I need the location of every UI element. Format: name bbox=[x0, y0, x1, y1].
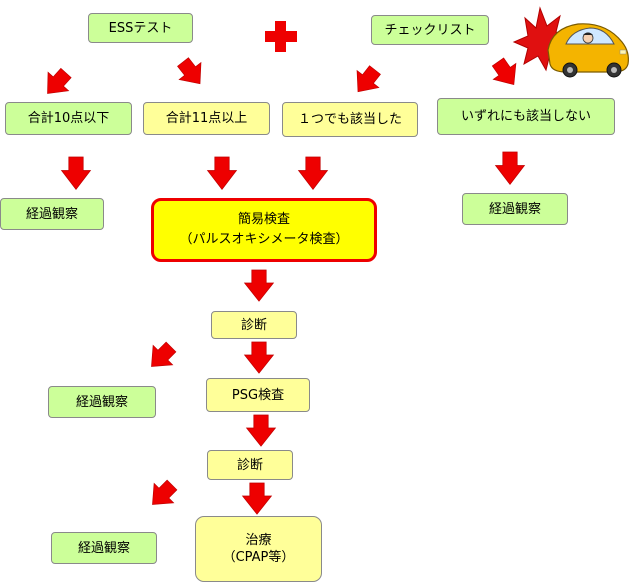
total-11-or-more-box: 合計11点以上 bbox=[143, 102, 270, 135]
simple-test-subtitle: （パルスオキシメータ検査） bbox=[179, 232, 349, 247]
diagnosis-box-1: 診断 bbox=[211, 311, 297, 339]
diagnosis-box-2: 診断 bbox=[207, 450, 293, 480]
psg-test-label: PSG検査 bbox=[231, 387, 285, 403]
arrow-psg-to-diagnosis bbox=[246, 414, 276, 447]
car-crash-icon bbox=[512, 6, 629, 78]
treatment-subtitle: （CPAP等） bbox=[222, 550, 295, 565]
diagnosis-label: 診断 bbox=[236, 457, 263, 473]
arrow-ess-to-11-or-more bbox=[171, 53, 212, 93]
observation-label: 経過観察 bbox=[77, 540, 130, 556]
total-10-or-less-box: 合計10点以下 bbox=[5, 102, 132, 135]
observation-label: 経過観察 bbox=[488, 201, 541, 217]
observation-box-2: 経過観察 bbox=[462, 193, 568, 225]
total-10-or-less-label: 合計10点以下 bbox=[27, 111, 110, 126]
observation-box-1: 経過観察 bbox=[0, 198, 104, 230]
treatment-box: 治療 （CPAP等） bbox=[195, 516, 322, 582]
arrow-none-to-observation bbox=[495, 151, 525, 185]
none-applies-box: いずれにも該当しない bbox=[437, 98, 615, 135]
arrow-checklist-to-none bbox=[486, 53, 526, 93]
arrow-any-to-simple-test bbox=[298, 156, 328, 190]
arrow-10-or-less-to-observation bbox=[61, 156, 91, 190]
arrow-diagnosis-to-psg bbox=[244, 341, 274, 374]
arrow-diagnosis-to-treatment bbox=[242, 482, 272, 515]
any-applies-label: １つでも該当した bbox=[297, 112, 402, 127]
observation-box-3: 経過観察 bbox=[48, 386, 156, 418]
treatment-title: 治療 bbox=[245, 533, 272, 548]
arrow-11-or-more-to-simple-test bbox=[207, 156, 237, 190]
checklist-box: チェックリスト bbox=[371, 15, 489, 45]
observation-label: 経過観察 bbox=[75, 394, 128, 410]
simple-test-box: 簡易検査 （パルスオキシメータ検査） bbox=[151, 198, 377, 262]
psg-test-box: PSG検査 bbox=[206, 378, 310, 412]
arrow-checklist-to-any bbox=[346, 61, 387, 101]
simple-test-title: 簡易検査 bbox=[237, 212, 290, 227]
ess-test-label: ESSテスト bbox=[108, 20, 173, 36]
arrow-ess-to-10-or-less bbox=[36, 63, 77, 104]
ess-test-box: ESSテスト bbox=[88, 13, 193, 43]
checklist-label: チェックリスト bbox=[384, 22, 476, 38]
arrow-simple-test-to-diagnosis bbox=[244, 269, 274, 302]
total-11-or-more-label: 合計11点以上 bbox=[165, 111, 248, 126]
observation-label: 経過観察 bbox=[25, 206, 78, 222]
arrow-diagnosis-to-observation bbox=[141, 336, 182, 377]
none-applies-label: いずれにも該当しない bbox=[460, 109, 591, 124]
any-applies-box: １つでも該当した bbox=[282, 102, 418, 137]
diagnosis-label: 診断 bbox=[240, 317, 267, 333]
plus-icon bbox=[265, 21, 297, 52]
arrow-diagnosis-to-observation-2 bbox=[142, 474, 183, 515]
observation-box-4: 経過観察 bbox=[51, 532, 157, 564]
